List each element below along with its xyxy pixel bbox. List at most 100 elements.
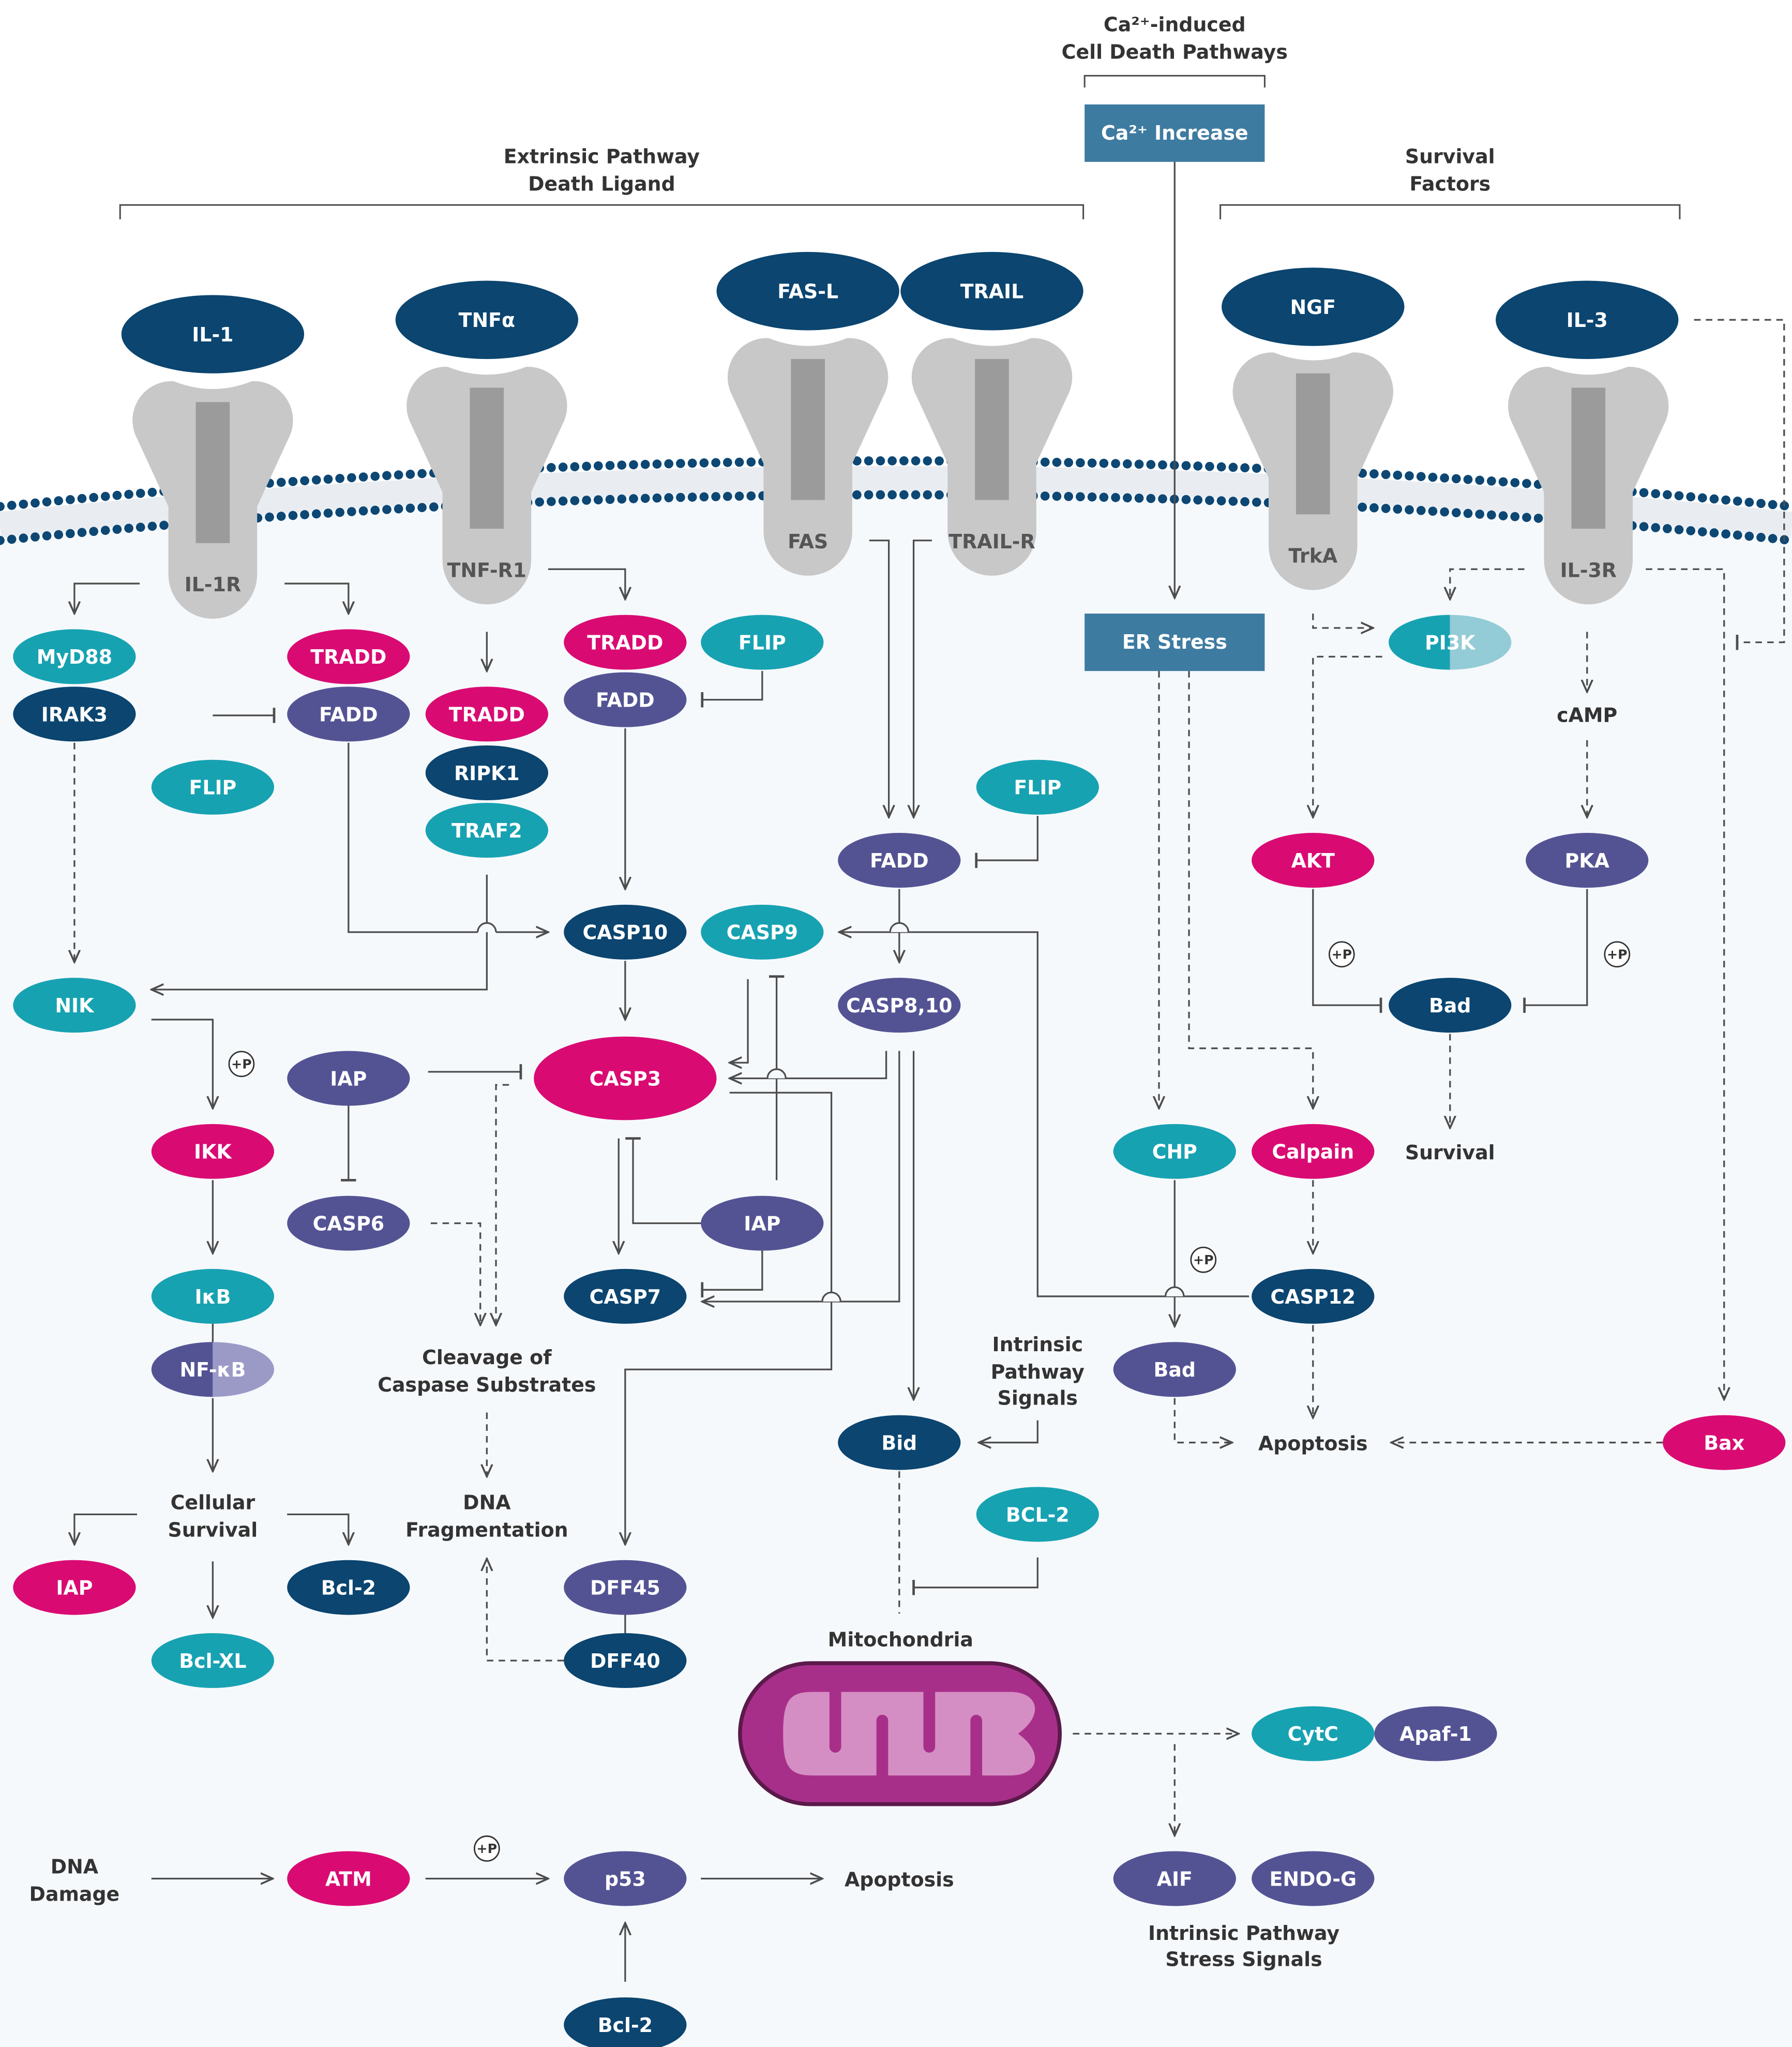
edge-30 [625,1092,833,1544]
receptor-label-fas: FAS [788,530,828,553]
ligand-fasl: FAS-L [716,252,899,331]
edge-51 [1312,614,1373,628]
node-ikk-label: IKK [194,1141,232,1163]
edge-33 [151,1019,213,1109]
cellular-survival-line1: Cellular [171,1491,255,1514]
ligand-trail: TRAIL [900,252,1083,331]
node-ikb-label: IκB [194,1286,231,1308]
ligand-trail-shape [900,252,1083,331]
intrinsic-signals-line1: Intrinsic [992,1333,1083,1356]
edge-56 [1312,889,1382,1013]
apoptosis-label-1: Apoptosis [1258,1432,1368,1455]
node-fadd3-label: FADD [596,689,655,712]
node-casp3-label: CASP3 [590,1067,661,1090]
node-bclxl-shape [151,1633,275,1689]
mitochondria-label: Mitochondria [828,1628,973,1651]
node-bad1-label: Bad [1429,994,1471,1017]
node-flip3-shape [701,615,824,670]
node-iap3-label: IAP [56,1577,93,1600]
edge-29 [430,1222,480,1325]
receptor-label-il1r: IL-1R [185,573,241,596]
node-aif-label: AIF [1157,1867,1193,1890]
dna-damage-line2: Damage [29,1882,120,1905]
node-casp9: CASP9 [701,904,824,960]
dna-frag-line1: DNA [463,1491,511,1514]
receptor-label-trka: TrkA [1288,545,1337,567]
phospho-marker-4: +P [473,1835,500,1862]
node-endog-shape [1252,1851,1375,1906]
node-tradd3-shape [564,615,687,670]
er-stress-box: ER Stress [1085,614,1265,671]
node-ripk1-label: RIPK1 [454,762,520,785]
node-bcl2a-label: BCL-2 [1006,1503,1070,1526]
ligand-tnfa-shape [395,280,579,359]
node-bax: Bax [1663,1415,1786,1470]
node-fadd3-shape [564,672,687,727]
calcium-header-line2: Cell Death Pathways [1062,41,1288,64]
node-bid-shape [838,1415,961,1470]
dna-frag-line2: Fragmentation [405,1518,568,1541]
node-tradd3: TRADD [564,615,687,670]
node-p53-shape [564,1851,687,1906]
phospho-label-1: +P [1331,947,1352,962]
ligand-ngf-label: NGF [1290,296,1336,319]
node-aif: AIF [1113,1851,1236,1906]
edge-52 [1450,568,1525,599]
ligand-tnfa-label: TNFα [459,309,515,332]
node-casp3-shape [534,1036,717,1120]
node-pka: PKA [1526,833,1649,888]
edge-26 [625,1137,702,1224]
phospho-circle-4 [473,1835,500,1862]
node-iap2-label: IAP [744,1212,780,1235]
edge-hop-69 [766,1068,787,1079]
intrinsic-stress-line1: Intrinsic Pathway [1148,1922,1339,1945]
edge-20 [730,979,749,1063]
node-bcl2b: Bcl-2 [287,1560,410,1615]
extrinsic-header-line1: Extrinsic Pathway [504,145,700,168]
node-cytc-shape [1252,1706,1375,1761]
phospho-marker-3: +P [1190,1246,1217,1273]
node-casp6-label: CASP6 [313,1212,384,1235]
ligand-il1-shape [121,295,305,373]
node-nfkb-label: NF-κB [179,1358,246,1381]
edge-hop-71 [1164,1286,1185,1297]
node-dff45-shape [564,1560,687,1615]
edge-10 [701,671,763,708]
node-pka-label: PKA [1565,849,1610,872]
node-calpain: Calpain [1252,1124,1375,1179]
mitochondrion [738,1661,1062,1806]
intrinsic-stress-line2: Stress Signals [1165,1948,1322,1971]
node-tradd1: TRADD [287,629,410,684]
node-dff40-label: DFF40 [590,1650,660,1672]
node-casp9-label: CASP9 [727,921,798,944]
edge-12 [869,540,889,817]
phospho-label-3: +P [1193,1252,1214,1267]
node-casp10-shape [564,904,687,960]
edge-59 [1646,568,1724,1399]
node-calpain-shape [1252,1124,1375,1179]
ligand-il3-label: IL-3 [1567,309,1608,332]
phospho-label-4: +P [477,1841,498,1856]
node-pka-shape [1526,833,1649,888]
ca-increase-box: Ca²⁺ Increase [1085,104,1265,162]
node-apaf1: Apaf-1 [1374,1706,1497,1761]
node-bcl2c-shape [564,1997,687,2047]
edge-45 [1188,671,1313,1108]
camp-label: cAMP [1557,704,1617,727]
node-irak3: IRAK3 [13,686,136,742]
edge-48 [1173,1398,1232,1443]
node-calpain-label: Calpain [1272,1141,1354,1163]
node-ripk1: RIPK1 [425,745,548,800]
node-tradd2: TRADD [425,686,548,742]
node-chp-label: CHP [1152,1141,1197,1163]
edge-36 [74,1513,138,1544]
node-bax-shape [1663,1415,1786,1470]
node-akt-label: AKT [1291,849,1335,872]
node-atm: ATM [287,1851,410,1906]
ligand-il1: IL-1 [121,295,305,373]
node-bid-label: Bid [881,1431,917,1454]
node-casp810-label: CASP8,10 [846,994,952,1017]
node-dff40: DFF40 [564,1633,687,1689]
node-bcl2a-shape [976,1487,1099,1542]
